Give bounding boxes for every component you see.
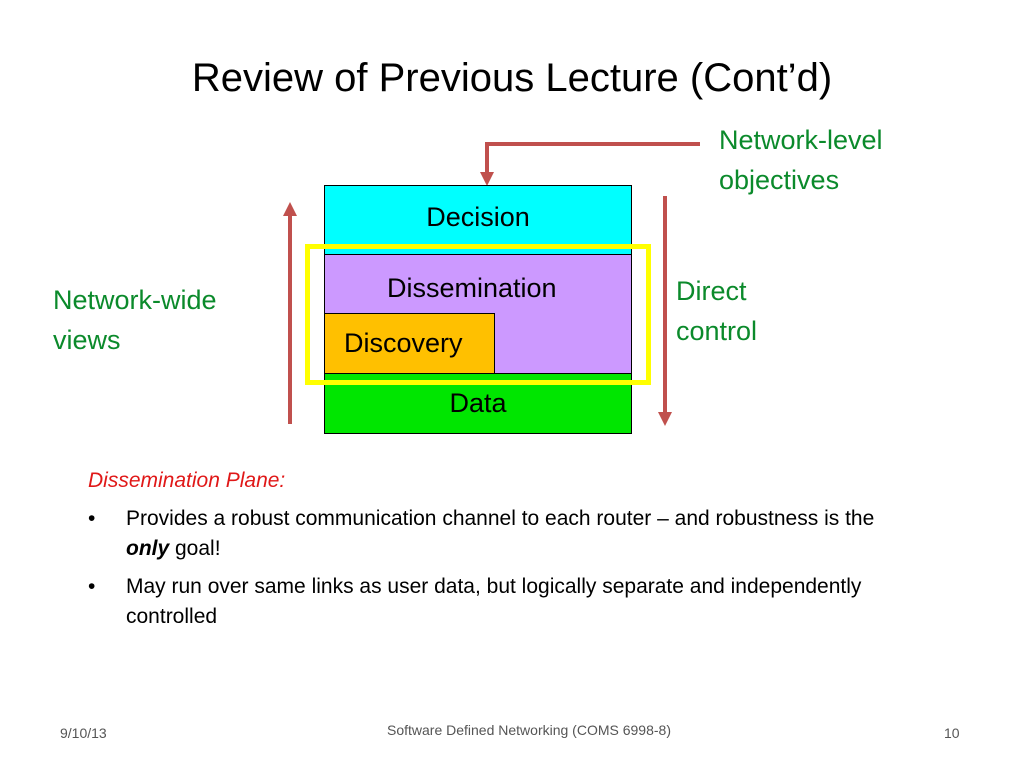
decision-plane-box: Decision — [324, 185, 632, 255]
arrow-head-up-left — [283, 202, 297, 216]
bullet-item: • May run over same links as user data, … — [88, 572, 908, 632]
direct-control-label: Direct control — [676, 276, 758, 346]
bullet-marker: • — [88, 507, 96, 530]
arrow-head-down-top — [480, 172, 494, 186]
decision-plane-label: Decision — [426, 202, 530, 232]
arrow-head-down-right — [658, 412, 672, 426]
slide-title: Review of Previous Lecture (Cont’d) — [191, 56, 833, 100]
discovery-plane-box: Discovery — [324, 313, 495, 374]
network-wide-views-label: Network-wide views — [53, 285, 217, 355]
dissemination-plane-label: Dissemination — [387, 273, 557, 303]
footer-page-number: 10 — [944, 725, 960, 741]
bullet-emphasis: only — [126, 537, 170, 560]
bullet-marker: • — [88, 575, 96, 598]
footer-course: Software Defined Networking (COMS 6998-8… — [386, 722, 671, 738]
bullet-list: • Provides a robust communication channe… — [88, 504, 908, 640]
bullet-text-end: goal! — [169, 537, 221, 560]
data-plane-label: Data — [449, 388, 507, 418]
dissemination-highlight-frame — [305, 244, 651, 385]
bullet-text: Provides a robust communication channel … — [126, 507, 875, 530]
bullet-item: • Provides a robust communication channe… — [88, 504, 908, 564]
network-level-objectives-label: Network-level objectives — [719, 125, 883, 195]
network-level-objectives-arrow — [485, 142, 700, 172]
footer-date: 9/10/13 — [60, 725, 107, 741]
bullet-text: May run over same links as user data, bu… — [126, 575, 862, 628]
dissemination-plane-subheading: Dissemination Plane: — [88, 469, 286, 492]
discovery-plane-label: Discovery — [344, 328, 463, 358]
